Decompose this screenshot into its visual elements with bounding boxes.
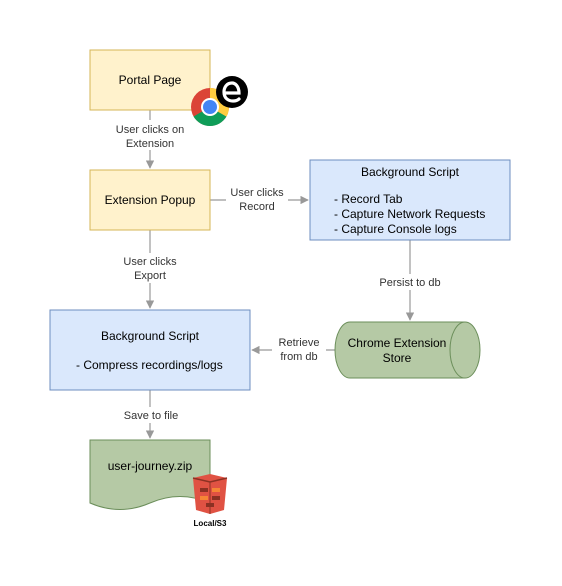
edge-label-popup-to-record-2: Record bbox=[239, 201, 274, 213]
background-record-title: Background Script bbox=[361, 165, 460, 179]
edge-label-portal-to-popup-2: Extension bbox=[126, 138, 174, 150]
edge-label-compress-to-zip: Save to file bbox=[124, 410, 178, 422]
edge-popup-to-compress: User clicks Export bbox=[115, 230, 185, 309]
node-background-script-compress[interactable]: Background Script - Compress recordings/… bbox=[49, 309, 251, 391]
edge-compress-to-zip: Save to file bbox=[116, 390, 186, 439]
node-extension-popup[interactable]: Extension Popup bbox=[89, 169, 211, 231]
node-background-script-record[interactable]: Background Script - Record Tab - Capture… bbox=[309, 159, 511, 241]
edge-label-record-to-store: Persist to db bbox=[379, 277, 440, 289]
store-label-line-2: Store bbox=[383, 351, 412, 365]
edge-logo-icon bbox=[216, 76, 248, 108]
aws-s3-bucket-icon bbox=[192, 474, 228, 514]
background-record-item-1: - Record Tab bbox=[334, 192, 403, 206]
node-portal-page[interactable]: Portal Page bbox=[89, 49, 211, 111]
background-record-item-3: - Capture Console logs bbox=[334, 222, 457, 236]
background-compress-item-1: - Compress recordings/logs bbox=[76, 358, 223, 372]
edge-record-to-store: Persist to db bbox=[374, 240, 446, 321]
edge-label-store-to-compress-2: from db bbox=[280, 351, 317, 363]
node-user-journey-zip[interactable]: user-journey.zip bbox=[89, 439, 211, 510]
portal-page-label: Portal Page bbox=[119, 73, 182, 87]
zip-label: user-journey.zip bbox=[108, 459, 193, 473]
edge-label-store-to-compress-1: Retrieve bbox=[279, 337, 320, 349]
store-label-line-1: Chrome Extension bbox=[348, 336, 447, 350]
edge-label-portal-to-popup-1: User clicks on bbox=[116, 124, 184, 136]
edge-popup-to-record: User clicks Record bbox=[210, 186, 309, 214]
edge-label-popup-to-record-1: User clicks bbox=[230, 187, 284, 199]
edge-label-popup-to-compress-2: Export bbox=[134, 270, 166, 282]
node-chrome-extension-store[interactable]: Chrome Extension Store bbox=[334, 321, 481, 379]
edge-label-popup-to-compress-1: User clicks bbox=[123, 256, 177, 268]
s3-caption: Local/S3 bbox=[194, 519, 227, 528]
extension-popup-label: Extension Popup bbox=[105, 193, 196, 207]
edge-portal-to-popup: User clicks on Extension bbox=[110, 110, 190, 169]
edge-store-to-compress: Retrieve from db bbox=[251, 336, 340, 366]
background-record-item-2: - Capture Network Requests bbox=[334, 207, 485, 221]
background-compress-title: Background Script bbox=[101, 329, 200, 343]
